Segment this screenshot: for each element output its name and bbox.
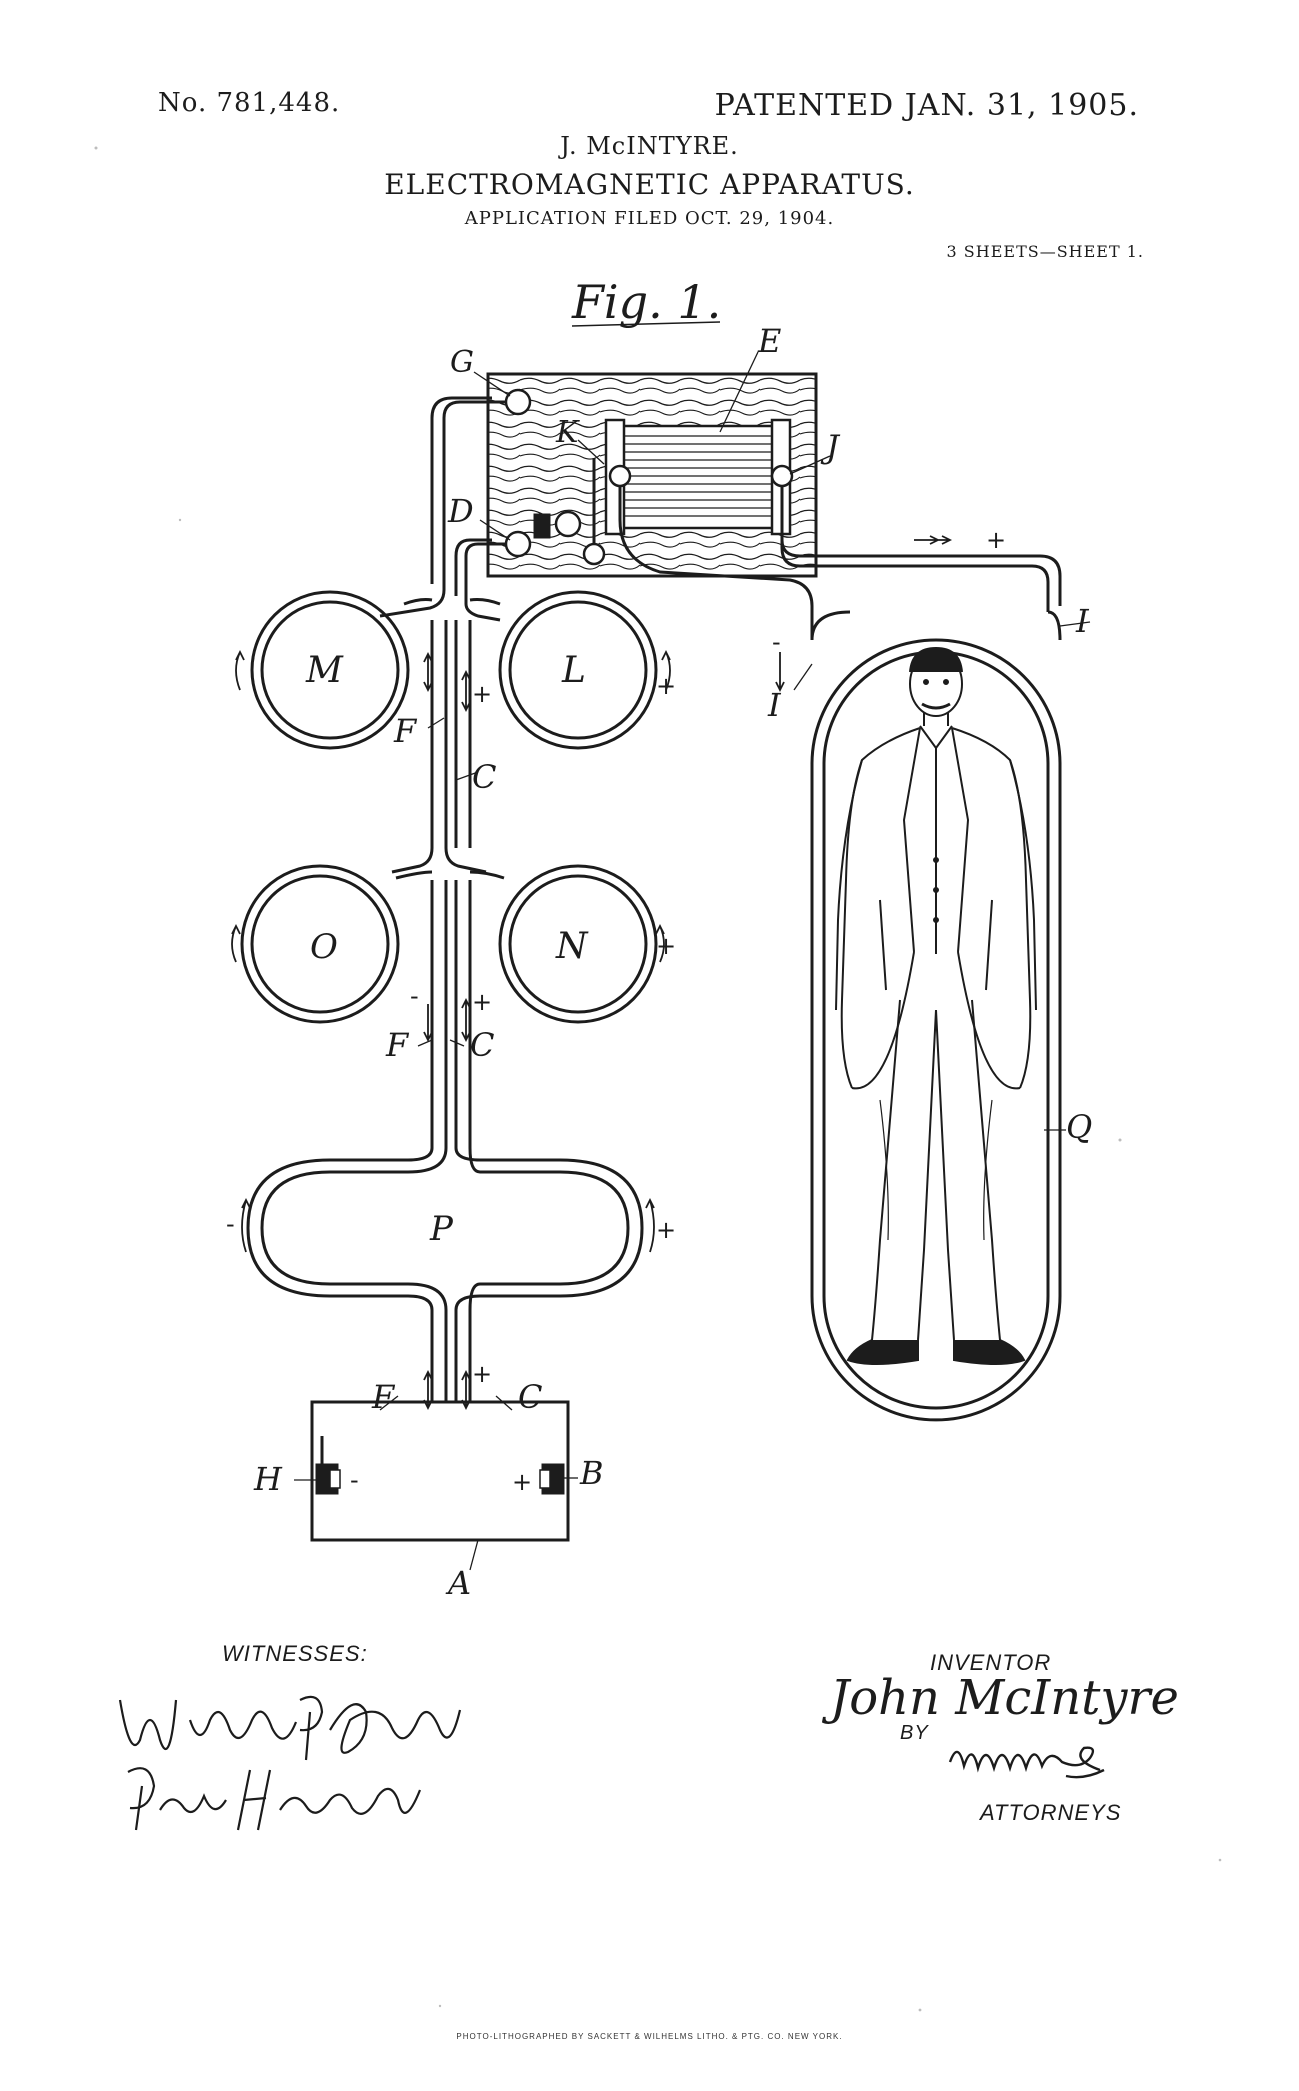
witness-signature-2 xyxy=(127,1767,422,1831)
coil-p xyxy=(246,1147,644,1311)
patent-number: No. 781,448. xyxy=(158,88,341,118)
label-l: L xyxy=(561,650,586,691)
label-j: J xyxy=(820,428,841,466)
minus-sign: - xyxy=(226,1210,235,1238)
plus-sign: + xyxy=(472,988,492,1016)
label-d: D xyxy=(447,492,474,530)
indicator-d xyxy=(533,510,582,539)
witness-signature-1 xyxy=(118,1695,462,1761)
man-figure xyxy=(835,646,1037,1365)
coil-o xyxy=(240,864,400,1024)
label-a: A xyxy=(445,1564,471,1602)
label-g: G xyxy=(450,345,474,380)
figure-label: Fig. 1. xyxy=(571,275,721,329)
witnesses-label: WITNESSES: xyxy=(222,1641,368,1666)
battery-a xyxy=(310,1400,570,1542)
terminal-d xyxy=(504,530,532,558)
minus-sign: - xyxy=(410,982,419,1010)
plus-sign: + xyxy=(512,1468,532,1496)
coil-m xyxy=(250,590,410,750)
leader-lines xyxy=(294,351,1091,1571)
label-k: K xyxy=(555,415,580,450)
conductor-cables xyxy=(240,396,1062,1466)
label-h: H xyxy=(253,1460,283,1498)
inventor-label: INVENTOR xyxy=(930,1650,1052,1675)
by-label: BY xyxy=(900,1722,929,1744)
label-f-upper: F xyxy=(393,712,418,750)
coil-n xyxy=(498,864,658,1024)
lithographer-credit: PHOTO-LITHOGRAPHED BY SACKETT & WILHELMS… xyxy=(456,2032,843,2041)
patent-title: ELECTROMAGNETIC APPARATUS. xyxy=(384,168,915,201)
plus-sign: + xyxy=(656,1216,676,1244)
plus-sign: + xyxy=(472,1360,492,1388)
label-i-right: I xyxy=(1075,602,1090,640)
body-loop-q xyxy=(810,610,1062,1422)
plus-sign: + xyxy=(656,932,676,960)
minus-sign: - xyxy=(350,1466,359,1494)
inventor-signature: John McIntyre xyxy=(830,1670,1179,1726)
label-m: M xyxy=(305,650,344,691)
attorney-signature xyxy=(948,1746,1105,1779)
part-labels: G E J K D M L F C I I O N F C Q P F C H … xyxy=(253,322,1092,1602)
sheet-count: 3 SHEETS—SHEET 1. xyxy=(946,242,1144,261)
plus-sign: + xyxy=(472,680,492,708)
application-filed-date: APPLICATION FILED OCT. 29, 1904. xyxy=(464,208,835,229)
terminal-g xyxy=(504,388,532,416)
plus-sign: + xyxy=(986,526,1006,554)
minus-sign: - xyxy=(772,628,781,656)
paper-specks xyxy=(94,146,1222,2012)
label-i-left: I xyxy=(767,686,782,724)
attorneys-label: ATTORNEYS xyxy=(980,1800,1122,1825)
plus-sign: + xyxy=(656,672,676,700)
terminal-j xyxy=(770,464,794,488)
switch-k xyxy=(582,458,606,566)
label-o: O xyxy=(310,927,338,967)
label-f-middle: F xyxy=(385,1026,410,1064)
coil-e xyxy=(604,418,792,536)
label-e: E xyxy=(757,322,781,360)
label-n: N xyxy=(555,926,589,967)
control-board xyxy=(486,372,818,578)
label-b: B xyxy=(579,1454,604,1492)
polarity-arrows xyxy=(231,535,953,1411)
coil-l xyxy=(498,590,658,750)
label-c-middle: C xyxy=(470,1026,494,1064)
patent-date: PATENTED JAN. 31, 1905. xyxy=(714,88,1139,123)
label-f-lower: F xyxy=(371,1378,396,1416)
inventor-name-header: J. McINTYRE. xyxy=(560,132,739,160)
label-c-lower: C xyxy=(518,1378,542,1416)
label-p: P xyxy=(429,1209,454,1249)
label-c-upper: C xyxy=(472,758,496,796)
label-q: Q xyxy=(1066,1108,1092,1146)
polarity-signs: + + + + - - + + - + + - xyxy=(226,526,1006,1496)
